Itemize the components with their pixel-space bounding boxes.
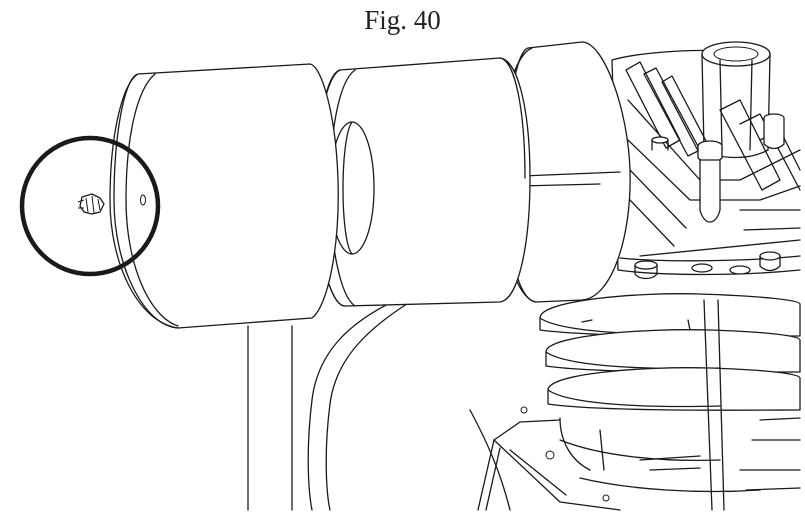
head-bolts [634, 113, 785, 280]
figure-caption: Fig. 40 [364, 5, 441, 35]
cooling-fin-stack [539, 293, 801, 511]
support-bracket [247, 301, 511, 511]
base-housing [477, 406, 621, 511]
screw-detail [77, 193, 105, 215]
rotor-cylinder-middle [315, 57, 531, 307]
rotor-cylinder-left [109, 63, 339, 329]
callout-circle [19, 135, 161, 277]
